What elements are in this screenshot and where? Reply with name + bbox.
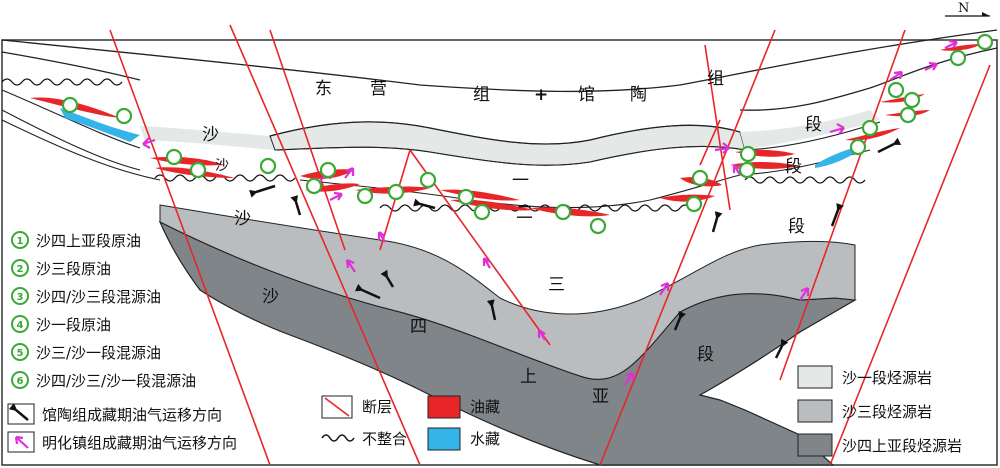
legend-water: 水藏 [470, 430, 500, 448]
oil-legend-marker [11, 315, 29, 333]
oil-legend-number: 5 [17, 348, 24, 359]
label-sha-lower: 沙 [262, 287, 279, 307]
top-surface-line [1, 29, 998, 93]
sha1-source-layer-center [269, 121, 746, 166]
sha1-source-layer-right [740, 110, 880, 150]
guantao-base-line-right [739, 47, 998, 111]
fault-2 [229, 24, 421, 466]
oil-legend-label: 沙三/沙一段混源油 [36, 344, 161, 362]
legend-fault: 断层 [362, 398, 392, 416]
source-legend-swatch [797, 433, 833, 457]
oil-legend-number: 4 [17, 320, 24, 331]
fault-1 [109, 29, 271, 466]
label-dong: 东 [315, 79, 332, 99]
frame [1, 39, 998, 466]
oil-legend-marker [11, 287, 29, 305]
source-legend-swatch [797, 365, 833, 389]
left-strata-line-1 [1, 89, 141, 149]
oil-type-markers [61, 33, 994, 235]
guantao-base-line [269, 121, 741, 145]
source-legend-swatch [797, 399, 833, 423]
fault-9 [829, 64, 991, 466]
label-duan-lower: 段 [697, 345, 714, 365]
symbol-legend: 断层 油藏 不整合 水藏 [321, 395, 500, 451]
legend-oil: 油藏 [470, 398, 500, 416]
unconformity-left-sha [154, 174, 296, 182]
sha1-source-layer [140, 126, 275, 150]
arrow-legend-black: 馆陶组成藏期油气运移方向 [42, 406, 222, 424]
label-duan-right2: 段 [785, 157, 802, 177]
label-si: 四 [410, 317, 427, 337]
label-shang: 上 [520, 367, 537, 387]
sha3-source-layer [159, 204, 856, 380]
label-plus: + [534, 85, 548, 105]
legend-unconformity: 不整合 [362, 430, 407, 448]
left-strata-line-3 [1, 119, 161, 181]
label-duan-right1: 段 [805, 115, 822, 135]
north-label: N [958, 1, 969, 16]
label-er: 二 [516, 203, 533, 223]
label-zu2: 组 [707, 69, 724, 89]
oil-type-legend: 1 沙四上亚段原油 2 沙三段原油 3 沙四/沙三段混源油 4 沙一段原油 5 沙三/沙一段混源油… [11, 231, 196, 390]
oil-legend-marker [11, 259, 29, 277]
unconformity-left [1, 78, 123, 86]
label-zu1: 组 [473, 85, 490, 105]
north-arrow: N [945, 1, 990, 17]
label-san: 三 [548, 275, 565, 295]
fault-8 [779, 29, 906, 381]
arrow-legend: 馆陶组成藏期油气运移方向 明化镇组成藏期油气运移方向 [7, 403, 237, 453]
label-guan: 馆 [578, 85, 595, 105]
oil-legend-number: 1 [17, 236, 24, 247]
black-migration-arrows [249, 137, 902, 359]
source-legend-label: 沙四上亚段烃源岩 [842, 437, 962, 455]
fault-10 [699, 119, 721, 166]
sha1-base-line [274, 145, 746, 166]
oil-legend-label: 沙四/沙三段混源油 [36, 288, 161, 306]
arrow-legend-magenta: 明化镇组成藏期油气运移方向 [42, 434, 237, 452]
oil-legend-label: 沙四上亚段原油 [36, 232, 141, 250]
oil-legend-marker [11, 231, 29, 249]
oil-legend-marker [11, 371, 29, 389]
label-ya: 亚 [592, 387, 609, 407]
water-reservoir-left [60, 108, 140, 142]
source-legend-label: 沙三段烃源岩 [842, 403, 932, 421]
fault-3 [269, 29, 346, 251]
oil-legend-number: 3 [17, 292, 24, 303]
label-tao: 陶 [630, 85, 647, 105]
label-sha-left-mid: 沙 [215, 158, 229, 174]
label-ying: 营 [370, 79, 387, 99]
oil-legend-label: 沙四/沙三/沙一段混源油 [36, 372, 196, 390]
oil-legend-label: 沙一段原油 [36, 316, 111, 334]
strata-labels: 东 营 组 + 馆 陶 组 沙 沙 沙 一 二 三 沙 四 上 亚 段 段 段 … [202, 69, 822, 407]
fault-7 [599, 29, 776, 466]
oil-legend-marker [11, 343, 29, 361]
oil-legend-number: 6 [17, 376, 24, 387]
oil-legend-label: 沙三段原油 [36, 260, 111, 278]
left-strata-line-2 [1, 109, 141, 171]
source-legend-label: 沙一段烃源岩 [842, 369, 932, 387]
label-sha-left-low: 沙 [234, 209, 251, 229]
oil-legend-number: 2 [17, 264, 24, 275]
label-yi: 一 [512, 171, 529, 191]
unconformity-right [744, 176, 866, 184]
magenta-migration-arrows [119, 39, 958, 386]
label-duan-right3: 段 [788, 217, 805, 237]
label-sha-left-top: 沙 [202, 125, 219, 145]
